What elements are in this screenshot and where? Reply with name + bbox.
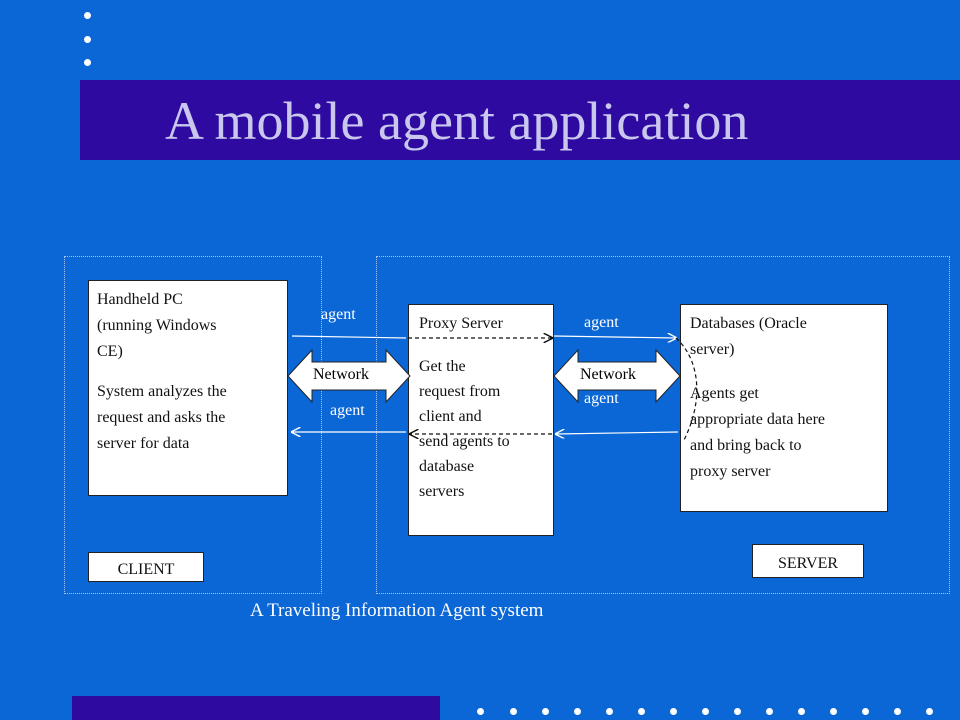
proxy-line: send agents to [419, 433, 510, 450]
decorative-dot [830, 708, 837, 715]
decorative-dot [84, 59, 91, 66]
diagram-caption: A Traveling Information Agent system [250, 600, 544, 621]
proxy-line: Get the [419, 358, 466, 375]
decorative-dot [84, 12, 91, 19]
agent-arrow-db-to-proxy [556, 432, 679, 434]
title-bar [80, 80, 960, 160]
decorative-dot [734, 708, 741, 715]
agent-label: agent [584, 390, 619, 407]
decorative-dot [926, 708, 933, 715]
proxy-title: Proxy Server [419, 315, 503, 332]
decorative-dot [477, 708, 484, 715]
client-line: System analyzes the [97, 383, 227, 400]
decorative-dot [702, 708, 709, 715]
decorative-dot [670, 708, 677, 715]
network-label-left: Network [313, 366, 369, 383]
decorative-dot [766, 708, 773, 715]
database-line: Databases (Oracle [690, 315, 807, 332]
decorative-dot [862, 708, 869, 715]
agent-label: agent [584, 314, 619, 331]
decorative-dot [798, 708, 805, 715]
client-line: Handheld PC [97, 291, 183, 308]
database-line: server) [690, 341, 735, 358]
proxy-line: servers [419, 483, 465, 500]
decorative-dot [606, 708, 613, 715]
decorative-dot [638, 708, 645, 715]
proxy-line: client and [419, 408, 482, 425]
proxy-line: request from [419, 383, 501, 400]
bottom-bar [72, 696, 440, 720]
database-line: Agents get [690, 385, 759, 402]
decorative-dot [574, 708, 581, 715]
network-arrow-left [287, 348, 411, 404]
decorative-dot [894, 708, 901, 715]
decorative-dot [542, 708, 549, 715]
database-box: Databases (Oracle server) Agents get app… [680, 304, 888, 512]
slide-title: A mobile agent application [165, 91, 749, 151]
network-arrow-right [553, 348, 681, 404]
decorative-dot [84, 36, 91, 43]
handheld-pc-box: Handheld PC (running Windows CE) System … [88, 280, 288, 496]
client-line: request and asks the [97, 409, 226, 426]
proxy-line: database [419, 458, 475, 475]
proxy-server-box: Proxy Server Get the request from client… [408, 304, 554, 536]
client-line: CE) [97, 343, 123, 360]
decorative-dot [510, 708, 517, 715]
client-region [64, 256, 322, 594]
client-line: (running Windows [97, 317, 217, 334]
agent-label: agent [321, 306, 356, 323]
agent-label: agent [330, 402, 365, 419]
network-label-right: Network [580, 366, 636, 383]
database-line: proxy server [690, 463, 771, 480]
database-line: and bring back to [690, 437, 802, 454]
agent-arrow-client-to-proxy [291, 335, 407, 339]
client-tag: CLIENT [88, 552, 204, 582]
database-line: appropriate data here [690, 411, 826, 428]
server-region [376, 256, 950, 594]
agent-path-database [675, 337, 698, 441]
client-line: server for data [97, 435, 190, 452]
server-tag: SERVER [752, 544, 864, 578]
agent-arrow-proxy-to-db [553, 336, 676, 338]
